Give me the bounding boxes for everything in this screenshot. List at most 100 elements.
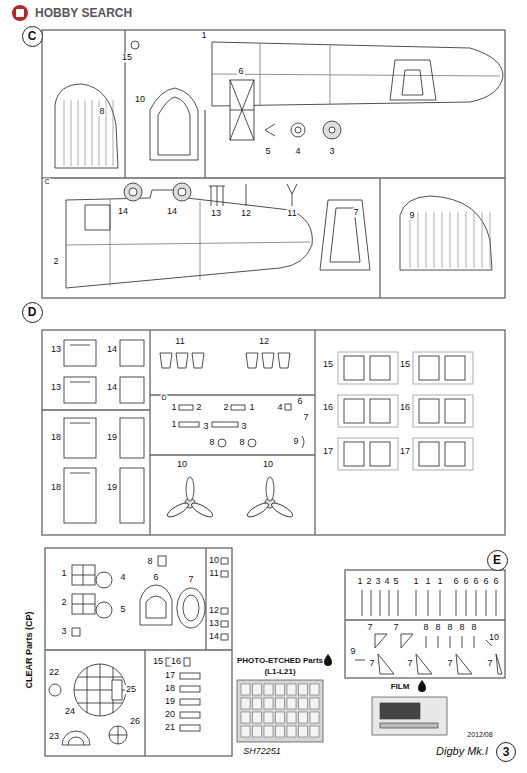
part-number: 9 — [349, 647, 356, 656]
model-part — [419, 399, 439, 423]
panel-line — [71, 100, 72, 166]
ink-drop — [324, 654, 332, 666]
clear-part — [109, 726, 127, 744]
model-part — [120, 340, 144, 366]
sprue-letter: D — [22, 302, 43, 323]
part-number: 12 — [208, 606, 220, 615]
part-number: 7 — [302, 413, 309, 422]
model-part — [179, 422, 199, 427]
clear-part — [72, 628, 80, 636]
part-number: 7 — [406, 659, 413, 668]
model-part — [64, 377, 96, 403]
part-number: 15 — [121, 53, 133, 62]
part-number: 3 — [240, 422, 247, 431]
caption-text: HOBBY SEARCH — [34, 7, 133, 20]
model-part — [323, 121, 341, 139]
part-number: 8 — [98, 107, 105, 116]
panel-line — [474, 212, 475, 268]
model-part — [64, 340, 473, 523]
model-part — [456, 654, 472, 674]
part-number: 13 — [210, 209, 222, 218]
part-number: 1 — [356, 577, 363, 586]
part-number: 6 — [482, 577, 489, 586]
photo-etched-part — [241, 712, 250, 723]
part-number: 8 — [446, 623, 453, 632]
part-number: 8 — [146, 557, 153, 566]
sprue-frame — [314, 330, 315, 535]
model-part — [440, 590, 441, 616]
photo-etched-part — [276, 698, 285, 709]
sprue-letter: C — [22, 26, 43, 47]
model-part — [400, 196, 492, 270]
ink-drop — [324, 654, 426, 692]
model-part — [375, 634, 387, 648]
clear-part — [109, 726, 127, 744]
photo-etched-part — [276, 726, 285, 737]
model-part — [370, 442, 390, 466]
photo-etched-part — [310, 684, 319, 695]
model-part — [416, 590, 417, 616]
part-number: 6 — [452, 577, 459, 586]
caption-text: Digby Mk.I — [435, 746, 489, 758]
clear-part — [49, 684, 61, 696]
hobby-search-logo — [12, 5, 28, 21]
photo-etched-part — [287, 698, 296, 709]
photo-etched-part — [253, 712, 262, 723]
part-number: 4 — [276, 403, 283, 412]
sprue-frame — [345, 619, 505, 620]
part-number: 10 — [176, 460, 188, 469]
model-part — [218, 439, 226, 447]
part-number: 1 — [170, 403, 177, 412]
sprue-frame — [45, 548, 232, 756]
model-part — [419, 356, 439, 380]
model-part — [66, 190, 312, 288]
part-number: 2 — [365, 577, 372, 586]
part-number: 6 — [296, 397, 303, 406]
hobby-search-logo — [12, 5, 28, 21]
panel-line — [482, 212, 483, 268]
photo-etched-part — [264, 698, 273, 709]
clear-part — [180, 699, 200, 705]
clear-part — [184, 658, 190, 666]
photo-etched-part — [241, 698, 250, 709]
part-number: 20 — [164, 710, 176, 719]
model-part — [450, 636, 451, 648]
model-part — [355, 590, 502, 674]
part-number: 13 — [50, 383, 62, 392]
propeller — [165, 501, 190, 520]
photo-etched-part — [310, 712, 319, 723]
part-number: 22 — [48, 668, 60, 677]
part-number: 14 — [208, 632, 220, 641]
part-number: 10 — [208, 556, 220, 565]
part-number: 6 — [152, 573, 159, 582]
sprue-frame — [42, 30, 505, 298]
model-part — [390, 60, 436, 100]
model-part — [64, 468, 96, 523]
sprue-frame — [42, 330, 505, 535]
model-part — [378, 654, 394, 674]
part-number: 7 — [392, 623, 399, 632]
part-number: 4 — [383, 577, 390, 586]
ink-drop — [418, 680, 426, 692]
clear-part — [221, 558, 228, 564]
model-part — [231, 405, 245, 410]
sprue-frame — [42, 30, 505, 298]
model-part — [230, 80, 254, 140]
part-number: 18 — [164, 684, 176, 693]
model-part — [445, 442, 465, 466]
model-part — [344, 356, 364, 380]
part-number: 15 — [399, 360, 411, 369]
decal-film — [372, 697, 447, 735]
sprue-frame — [124, 30, 125, 178]
model-part — [160, 353, 304, 508]
part-number: 12 — [240, 209, 252, 218]
photo-etched-part — [253, 726, 262, 737]
clear-part — [177, 588, 205, 628]
model-part — [212, 43, 500, 105]
model-part — [486, 590, 487, 616]
panel-line — [113, 100, 114, 166]
model-part — [476, 590, 477, 616]
clear-part — [96, 572, 112, 588]
part-number: 2 — [195, 403, 202, 412]
model-part — [462, 636, 463, 648]
